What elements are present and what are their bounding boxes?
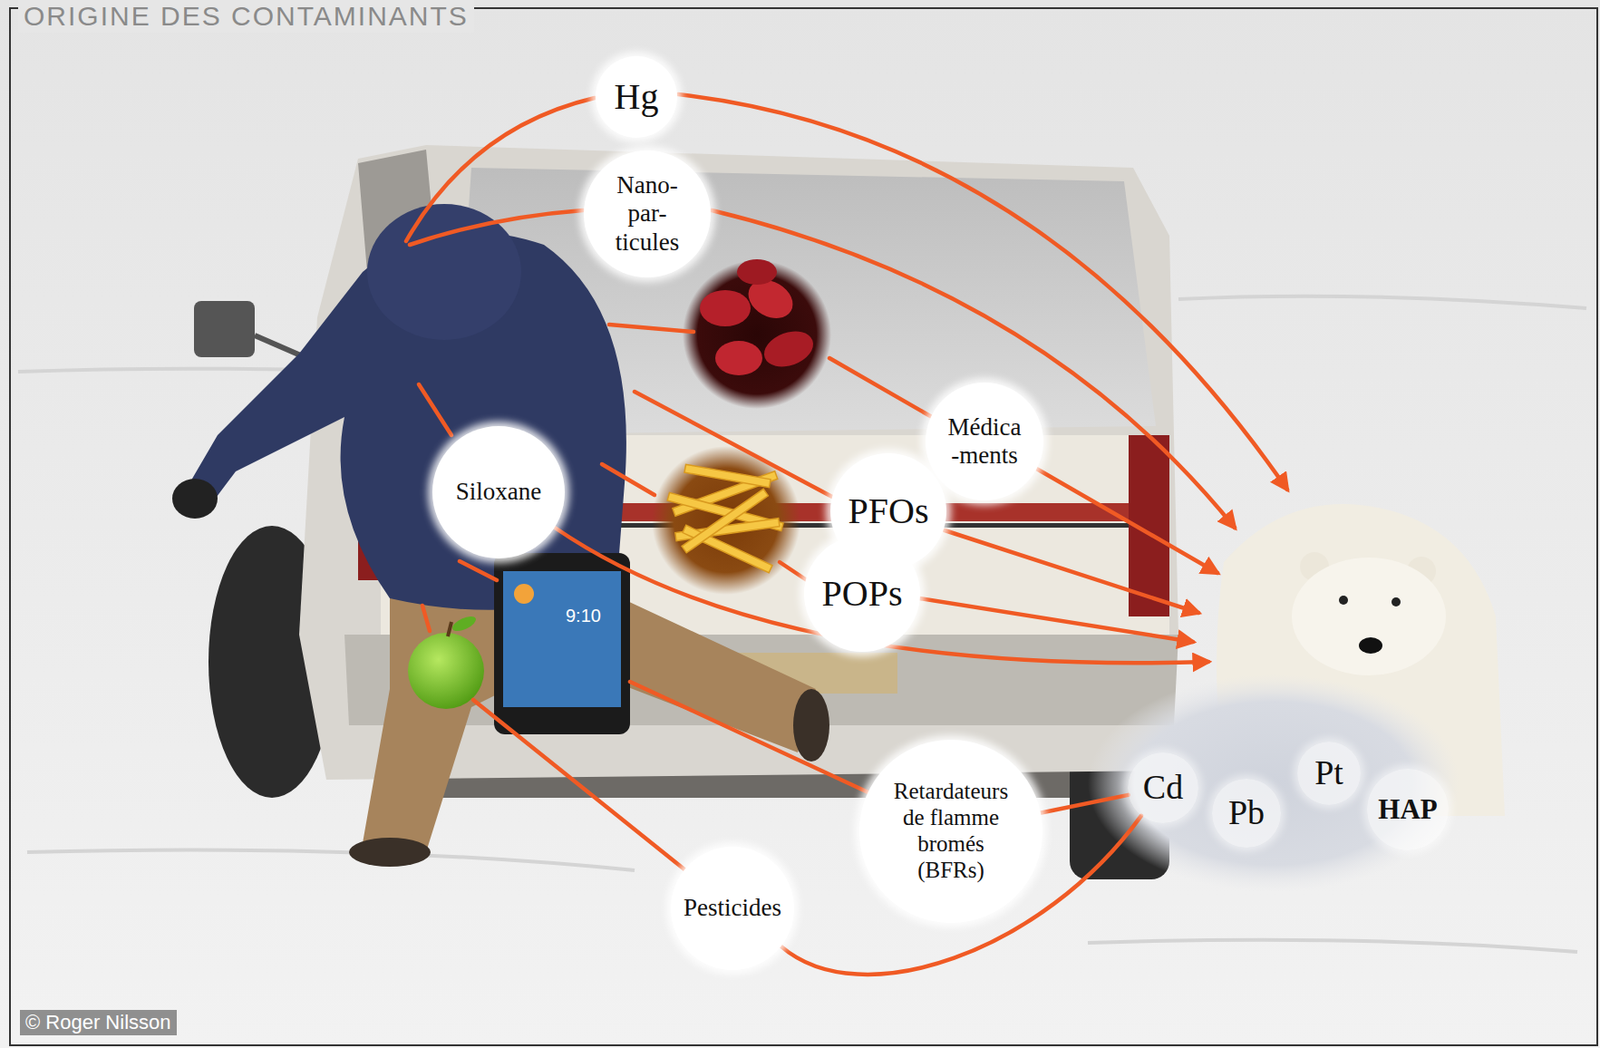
leader-arrow xyxy=(678,94,1288,490)
circle-text: Hg xyxy=(614,76,660,118)
circle-text: HAP xyxy=(1377,793,1437,826)
circle-text: Médica -ments xyxy=(940,413,1028,470)
leader-arrow xyxy=(919,598,1193,642)
leader-line xyxy=(422,605,430,631)
contaminant-name: Siloxane xyxy=(455,477,543,506)
bear-nose xyxy=(1358,637,1383,654)
person-glove xyxy=(172,478,218,519)
leader-line xyxy=(609,324,694,332)
circle-text: Pt xyxy=(1314,753,1344,794)
phone-icon xyxy=(513,583,534,604)
blood-cell xyxy=(715,340,763,376)
contaminant-name: Nano- par- ticules xyxy=(610,171,685,256)
truck xyxy=(193,145,1179,880)
leader-line xyxy=(459,561,497,581)
contaminant-connector xyxy=(1039,795,1128,814)
leader-arrow xyxy=(554,527,1209,663)
fry xyxy=(681,488,768,553)
contaminant-name: POPs xyxy=(822,572,903,615)
leader-line xyxy=(779,562,807,581)
blood-cells xyxy=(682,259,832,409)
blood-cell xyxy=(699,290,751,327)
phone-body xyxy=(494,552,631,735)
contaminant-name: Pesticides xyxy=(683,893,782,922)
circle-text: Siloxane xyxy=(455,477,543,506)
circle-text: PFOs xyxy=(848,490,930,533)
contaminant-circle: Médica -ments xyxy=(925,382,1044,501)
apple xyxy=(407,613,485,709)
leader-line xyxy=(630,681,873,795)
circle-text: Nano- par- ticules xyxy=(610,171,685,256)
contaminant-name: Retardateurs de flamme bromés (BFRs) xyxy=(884,778,1017,883)
person-boot xyxy=(349,837,431,867)
contaminant-circle: HAP xyxy=(1367,768,1450,852)
contaminant-name: Hg xyxy=(614,76,660,118)
contaminant-circle: Hg xyxy=(595,56,678,138)
contaminant-paths xyxy=(406,94,1288,870)
leader-line xyxy=(634,391,833,497)
watermark: © Roger Nilsson xyxy=(19,1009,177,1036)
phone-clock: 9:10 xyxy=(565,605,602,627)
apple-fruit xyxy=(407,632,485,709)
leader-line xyxy=(473,699,685,870)
bear-eye xyxy=(1391,597,1401,607)
apple-leaf xyxy=(450,613,478,635)
person-hood xyxy=(367,203,522,340)
leader-arrow xyxy=(1033,466,1218,573)
contaminant-circle: Pb xyxy=(1212,778,1280,847)
contaminant-circle: Pesticides xyxy=(670,846,795,970)
person-boot xyxy=(793,688,830,762)
circle-text: Cd xyxy=(1143,767,1184,808)
contaminant-name: Médica -ments xyxy=(940,413,1028,470)
slide-title: ORIGINE DES CONTAMINANTS xyxy=(18,0,475,33)
circle-text: Pesticides xyxy=(683,893,782,922)
contaminant-circle: Pt xyxy=(1297,741,1361,805)
person xyxy=(172,203,830,867)
leader-line xyxy=(829,358,932,417)
bear-head xyxy=(1291,557,1446,676)
circle-text: POPs xyxy=(822,572,903,615)
truck-mirror xyxy=(193,300,255,358)
contaminant-name: PFOs xyxy=(848,490,930,533)
metal-cloud xyxy=(1087,674,1460,893)
leader-arrow xyxy=(711,210,1235,528)
leader-line xyxy=(418,384,452,436)
blood-cell xyxy=(759,325,819,374)
leader-line xyxy=(601,464,655,495)
contaminant-circle: Nano- par- ticules xyxy=(583,150,711,278)
bear-eye xyxy=(1338,595,1348,605)
leader-line xyxy=(409,210,583,245)
circle-text: Pb xyxy=(1228,793,1265,834)
fry xyxy=(684,464,771,487)
contaminant-circle: Cd xyxy=(1127,752,1199,824)
frame xyxy=(9,8,1598,1046)
contaminant-name: Pt xyxy=(1314,753,1344,794)
fry xyxy=(682,524,773,573)
contaminant-name: Pb xyxy=(1228,793,1265,834)
phone-screen xyxy=(503,571,621,708)
contaminant-circle: Siloxane xyxy=(432,426,565,559)
contaminant-circle: Retardateurs de flamme bromés (BFRs) xyxy=(859,739,1042,922)
circle-text: Retardateurs de flamme bromés (BFRs) xyxy=(884,778,1017,883)
contaminant-name: Cd xyxy=(1143,767,1184,808)
phone xyxy=(494,552,631,735)
contaminant-name: HAP xyxy=(1377,793,1437,826)
leader-arrow xyxy=(944,530,1199,613)
apple-stem xyxy=(447,621,452,637)
blood-ground xyxy=(682,260,832,409)
contaminant-circle: POPs xyxy=(804,535,921,652)
blood-cell xyxy=(736,259,777,285)
